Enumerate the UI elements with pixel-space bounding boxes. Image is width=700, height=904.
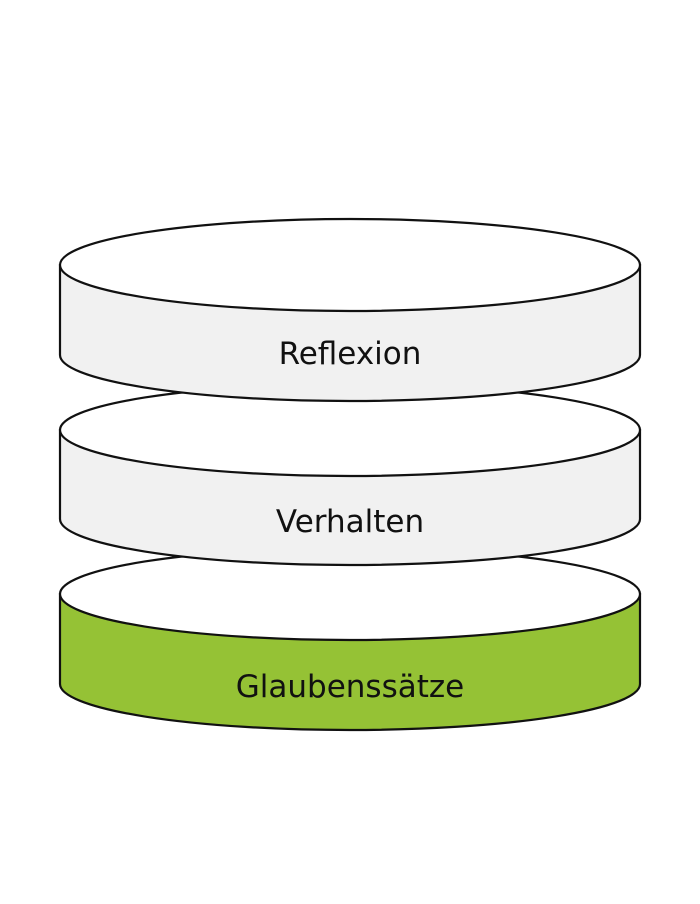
layer-reflexion: Reflexion: [58, 217, 642, 403]
layer-glaubenssaetze-label: Glaubenssätze: [236, 669, 464, 705]
layer-reflexion-label: Reflexion: [279, 336, 422, 372]
layer-reflexion-top: [58, 217, 642, 313]
layer-glaubenssaetze: Glaubenssätze: [58, 546, 642, 732]
layer-verhalten: Verhalten: [58, 382, 642, 567]
layer-verhalten-label: Verhalten: [276, 504, 424, 540]
